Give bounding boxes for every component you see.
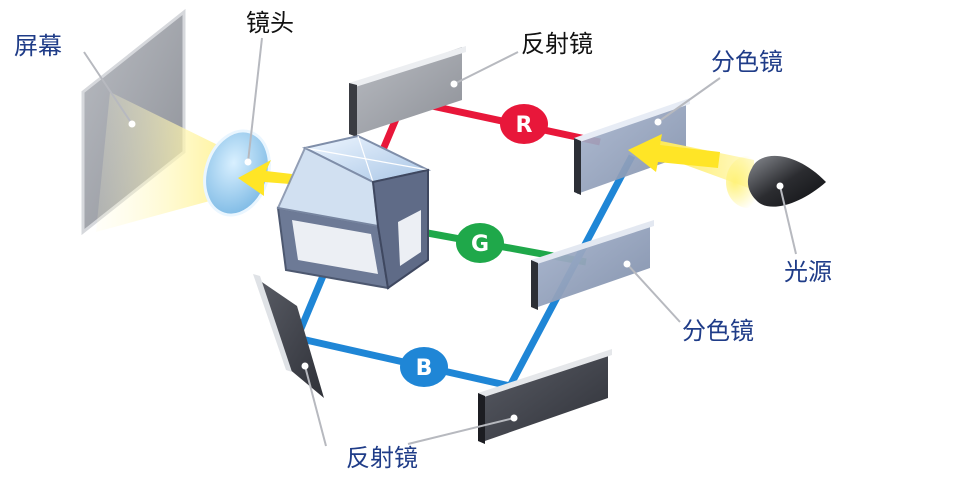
badge-green-label: G — [471, 232, 489, 257]
badge-red-label: R — [516, 113, 533, 138]
light-source-bulb — [726, 155, 826, 208]
badge-blue-label: B — [416, 356, 433, 381]
leader-lines — [83, 37, 797, 447]
source-arrow — [628, 134, 720, 172]
label-dichroic-mirror-middle: 分色镜 — [682, 317, 754, 345]
prism-cube — [276, 134, 432, 290]
projection-beam — [96, 92, 228, 232]
badge-red: R — [500, 104, 548, 144]
label-screen: 屏幕 — [14, 32, 62, 60]
reflection-mirror-bottom-right — [478, 349, 612, 444]
label-reflection-mirror-top: 反射镜 — [521, 30, 593, 58]
panel-markers — [128, 80, 784, 422]
reflection-mirror-top — [349, 46, 466, 137]
label-reflection-mirror-bottom: 反射镜 — [346, 444, 418, 472]
lens-input-arrow — [238, 160, 292, 196]
label-lens: 镜头 — [246, 9, 294, 37]
badge-green: G — [456, 223, 504, 263]
label-light-source: 光源 — [784, 258, 832, 286]
label-dichroic-mirror-top: 分色镜 — [711, 48, 783, 76]
dichroic-mirror-middle — [531, 220, 654, 310]
lens — [203, 129, 271, 217]
badge-blue: B — [400, 347, 448, 387]
